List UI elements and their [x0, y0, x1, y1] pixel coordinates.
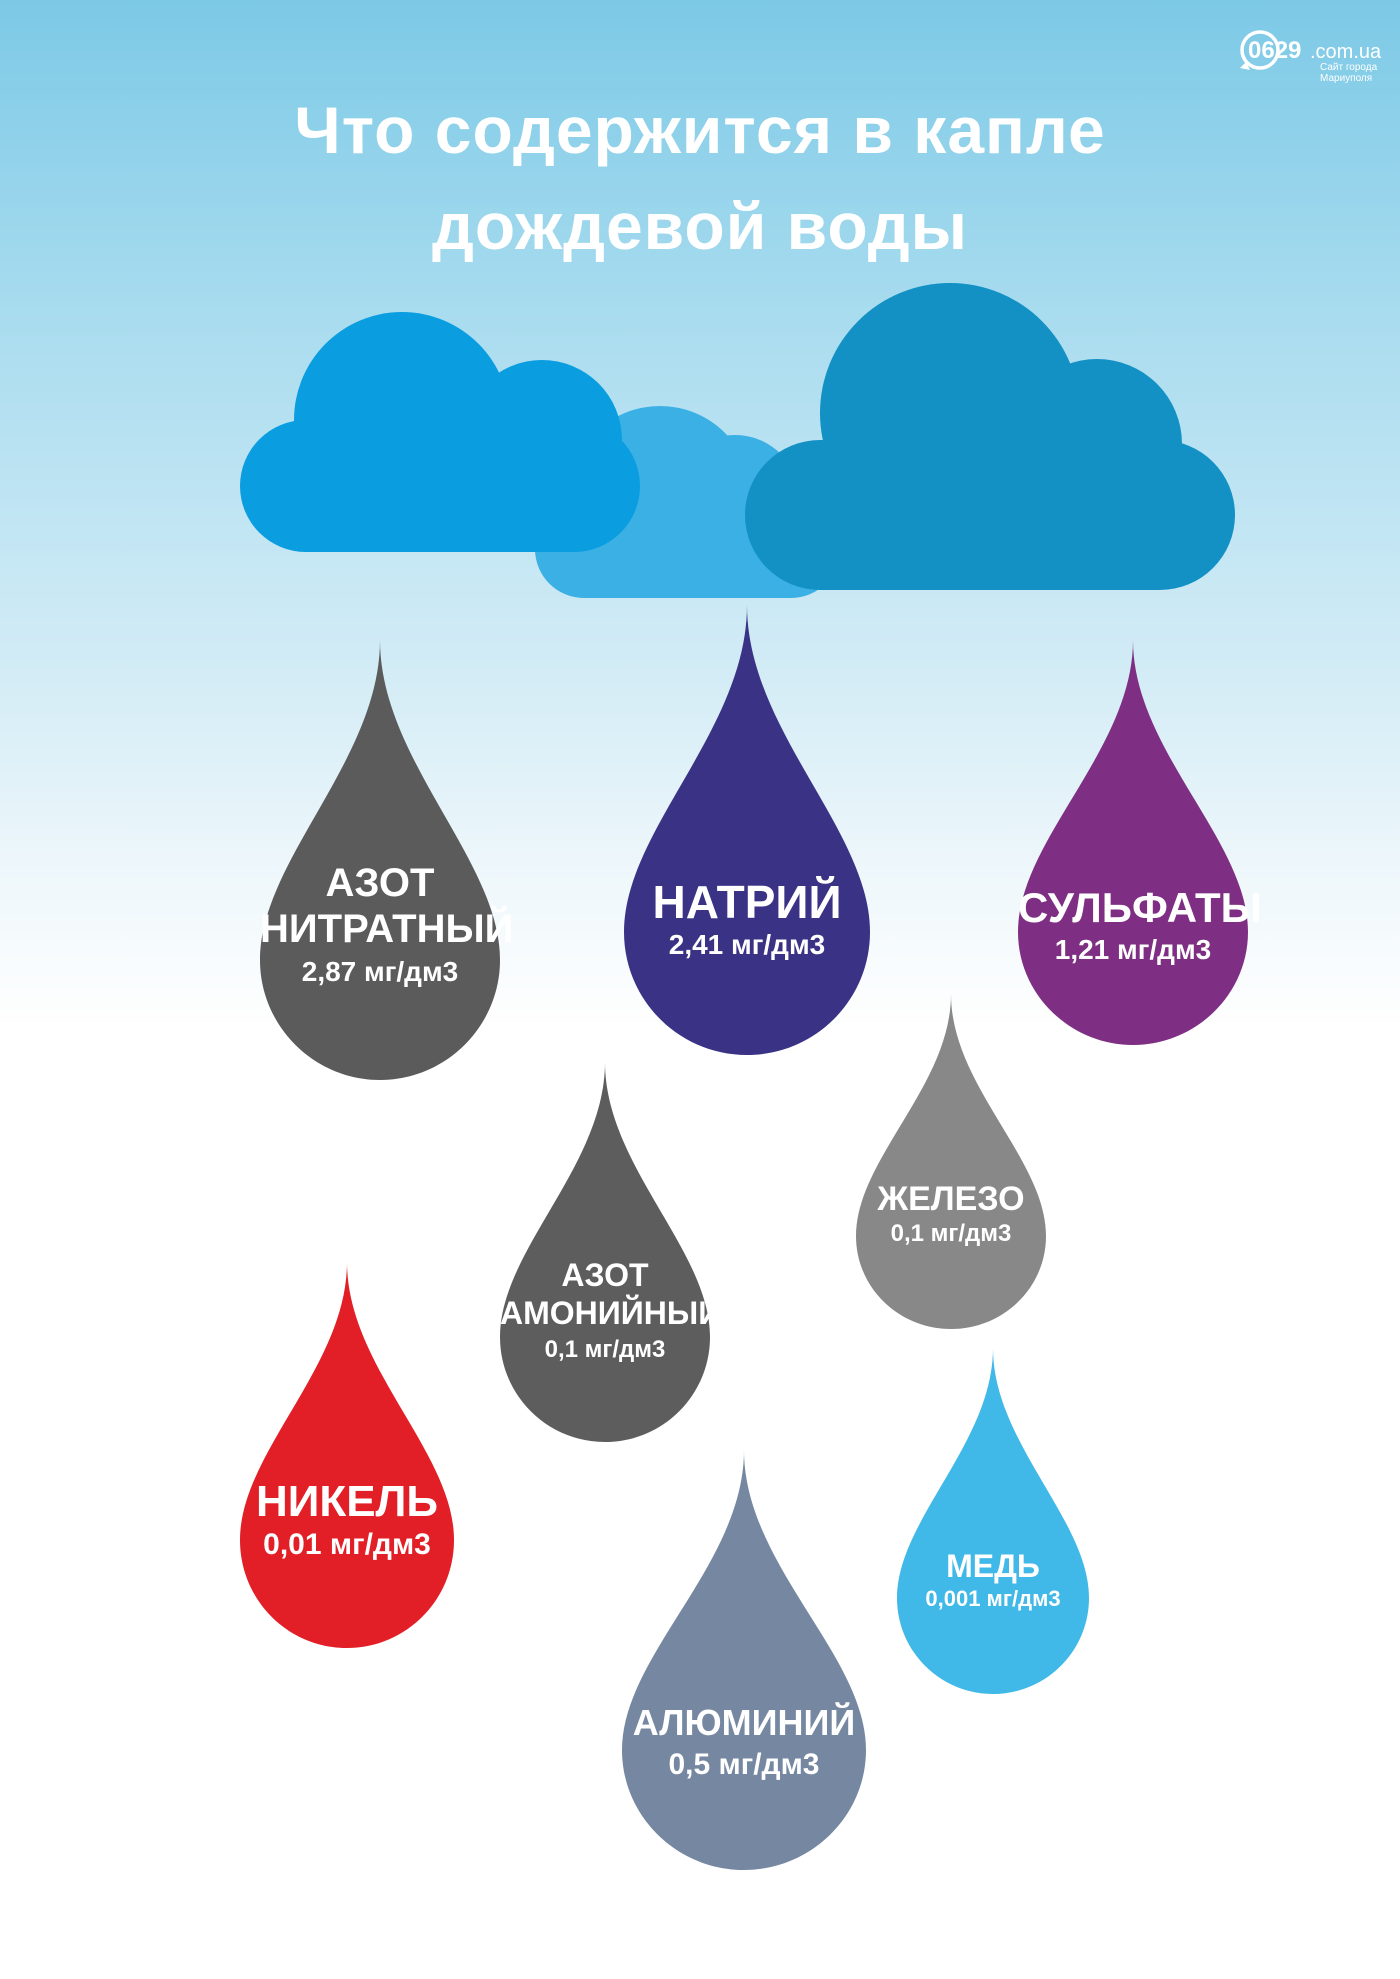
- drop-name: АМОНИЙНЫЙ: [500, 1295, 722, 1331]
- drop-shape: [260, 640, 500, 1080]
- drop-value: 0,001 мг/дм3: [925, 1586, 1061, 1611]
- page-title-line-2: дождевой воды: [431, 189, 969, 263]
- drop-name: ЖЕЛЕЗО: [877, 1180, 1025, 1218]
- drop-value: 1,21 мг/дм3: [1054, 934, 1212, 965]
- drop-nikel: НИКЕЛЬ 0,01 мг/дм3: [240, 1262, 454, 1648]
- drop-name: НИКЕЛЬ: [255, 1477, 439, 1526]
- drop-shape: [240, 1262, 454, 1648]
- clouds-group: [240, 283, 1235, 598]
- drop-natriy: НАТРИЙ 2,41 мг/дм3: [624, 605, 870, 1055]
- logo-arrow-icon: [1240, 62, 1250, 70]
- drop-name: АЗОТ: [325, 861, 435, 905]
- drop-alyuminiy: АЛЮМИНИЙ 0,5 мг/дм3: [622, 1450, 866, 1870]
- drop-shape: [1018, 640, 1248, 1045]
- drop-zhelezo: ЖЕЛЕЗО 0,1 мг/дм3: [856, 994, 1046, 1329]
- drop-sulfaty: СУЛЬФАТЫ 1,21 мг/дм3: [1018, 640, 1262, 1045]
- drop-name: АЗОТ: [561, 1257, 649, 1293]
- drop-value: 2,87 мг/дм3: [301, 956, 459, 987]
- logo-domain: .com.ua: [1310, 41, 1382, 63]
- drop-value: 0,01 мг/дм3: [263, 1528, 431, 1561]
- site-logo[interactable]: 0629 .com.ua Сайт города Мариуполя: [1238, 18, 1388, 86]
- drop-shape: [622, 1450, 866, 1870]
- drop-label: СУЛЬФАТЫ 1,21 мг/дм3: [1018, 884, 1262, 968]
- logo-ring-icon: [1240, 30, 1280, 70]
- logo-tagline-2: Мариуполя: [1320, 73, 1372, 84]
- drop-label: МЕДЬ 0,001 мг/дм3: [897, 1548, 1089, 1614]
- drop-value: 2,41 мг/дм3: [668, 929, 826, 960]
- drop-label: ЖЕЛЕЗО 0,1 мг/дм3: [856, 1180, 1046, 1250]
- drop-shape: [500, 1062, 710, 1442]
- drop-label: НАТРИЙ 2,41 мг/дм3: [624, 877, 870, 963]
- page-title: Что содержится в капле дождевой воды: [0, 82, 1400, 274]
- drop-shape: [624, 605, 870, 1055]
- drop-shape: [897, 1348, 1089, 1694]
- drop-name: НИТРАТНЫЙ: [260, 907, 514, 951]
- cloud-left: [240, 312, 640, 552]
- drop-azot-amoniyny: АЗОТ АМОНИЙНЫЙ 0,1 мг/дм3: [500, 1062, 722, 1442]
- drop-value: 0,1 мг/дм3: [544, 1336, 666, 1363]
- drop-label: АЛЮМИНИЙ 0,5 мг/дм3: [622, 1702, 866, 1786]
- drop-label: АЗОТ НИТРАТНЫЙ 2,87 мг/дм3: [260, 860, 514, 992]
- drop-value: 0,1 мг/дм3: [890, 1220, 1012, 1247]
- page-title-line-1: Что содержится в капле: [294, 93, 1106, 167]
- drop-name: МЕДЬ: [946, 1548, 1040, 1584]
- logo-name: 0629: [1248, 37, 1301, 64]
- drop-name: НАТРИЙ: [652, 876, 842, 928]
- drop-med: МЕДЬ 0,001 мг/дм3: [897, 1348, 1089, 1694]
- logo-tagline-1: Сайт города: [1320, 62, 1378, 73]
- drop-name: АЛЮМИНИЙ: [632, 1702, 856, 1743]
- drop-azot-nitratny: АЗОТ НИТРАТНЫЙ 2,87 мг/дм3: [260, 640, 514, 1080]
- drop-name: СУЛЬФАТЫ: [1018, 884, 1262, 931]
- drop-shape: [856, 994, 1046, 1329]
- drop-value: 0,5 мг/дм3: [668, 1748, 820, 1781]
- drop-label: АЗОТ АМОНИЙНЫЙ 0,1 мг/дм3: [500, 1256, 722, 1368]
- cloud-right: [745, 283, 1235, 590]
- drop-label: НИКЕЛЬ 0,01 мг/дм3: [240, 1478, 454, 1564]
